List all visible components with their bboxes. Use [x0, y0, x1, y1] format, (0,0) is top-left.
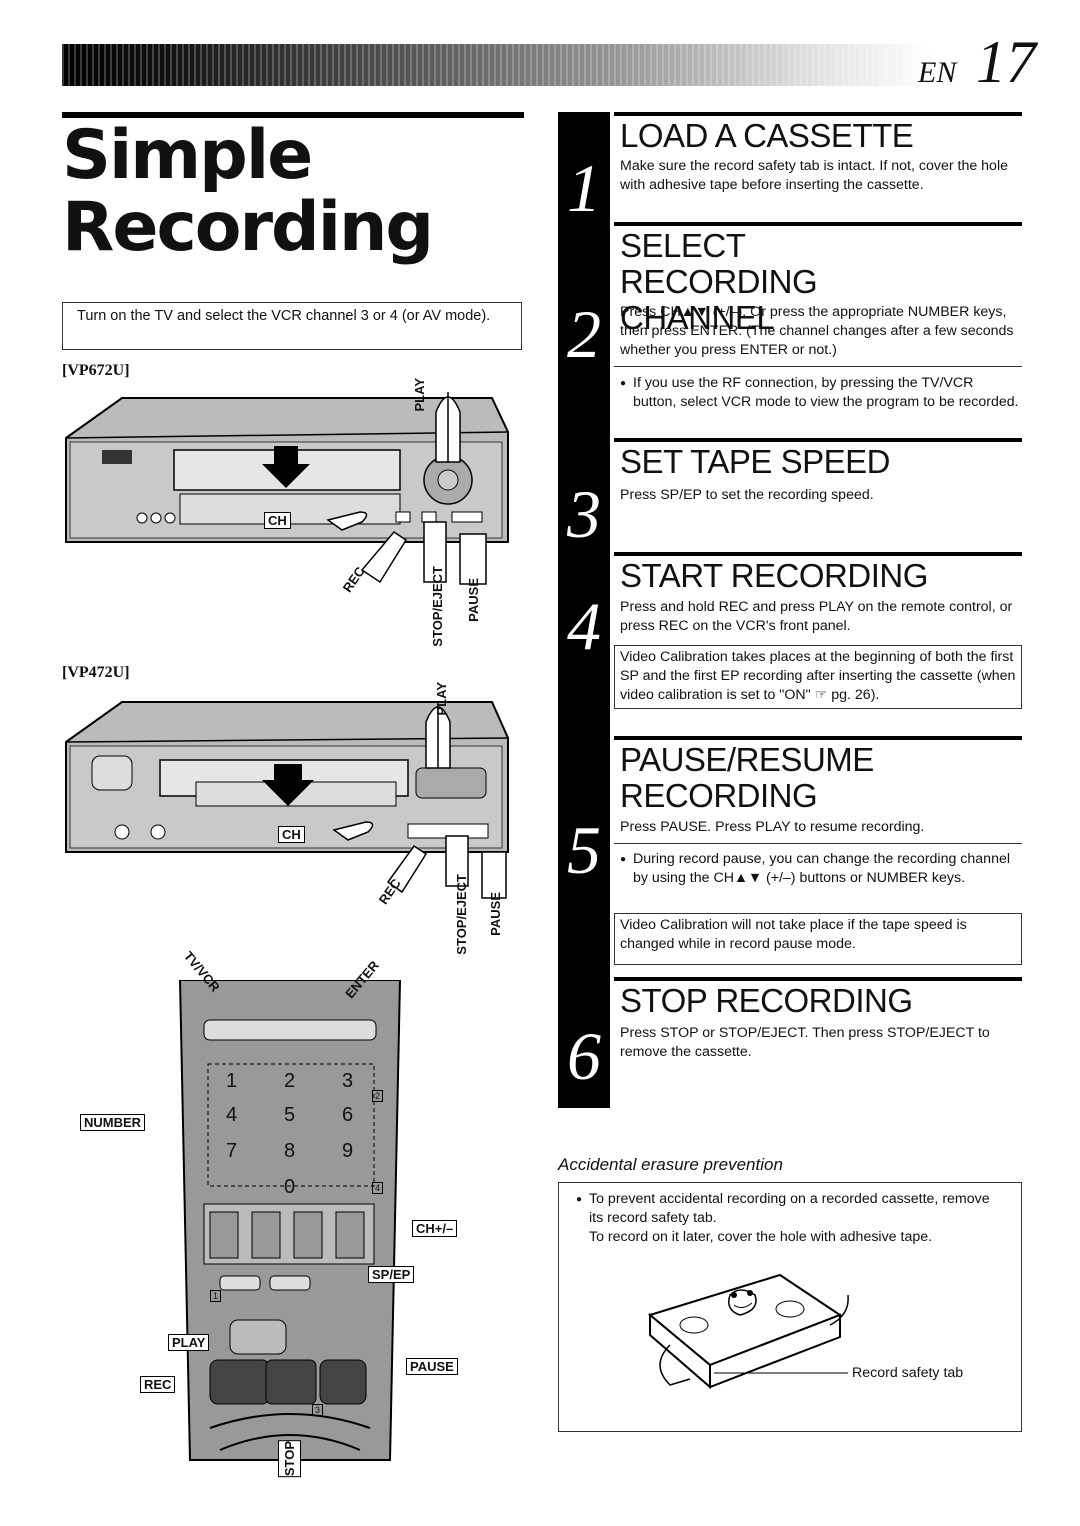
step-6-number: 6 — [567, 1018, 601, 1094]
step-1-number: 1 — [567, 150, 601, 226]
vcr-vp472u-illustration — [65, 701, 509, 899]
vcr2-pause-label: PAUSE — [488, 892, 503, 936]
step-4-heading: START RECORDING — [620, 557, 928, 594]
step-1-text: Make sure the record safety tab is intac… — [620, 158, 1008, 193]
step-3-number: 3 — [567, 476, 601, 552]
title-line-2: Recording — [62, 188, 434, 267]
accidental-erasure-box — [558, 1182, 1022, 1432]
accidental-erasure-line2: To record on it later, cover the hole wi… — [589, 1229, 933, 1245]
language-label: EN — [918, 56, 957, 89]
step-2-number: 2 — [567, 296, 601, 372]
key-0: 0 — [284, 1176, 296, 1198]
accidental-erasure-title: Accidental erasure prevention — [558, 1155, 783, 1174]
record-safety-tab-label: Record safety tab — [852, 1365, 964, 1381]
step-5-text: Press PAUSE. Press PLAY to resume record… — [620, 819, 925, 835]
remote-number-label: NUMBER — [80, 1114, 146, 1131]
remote-pause-label: PAUSE — [406, 1358, 458, 1375]
step-3-text: Press SP/EP to set the recording speed. — [620, 487, 874, 503]
key-5: 5 — [284, 1104, 296, 1126]
page-number: 17 — [976, 29, 1036, 95]
model-label-vp672u: [VP672U] — [62, 362, 130, 379]
step-4-rule — [614, 552, 1022, 556]
key-3: 3 — [342, 1070, 354, 1092]
remote-marker-2: 2 — [372, 1090, 384, 1102]
title-line-1: Simple — [62, 116, 313, 195]
key-7: 7 — [226, 1140, 238, 1162]
page-title: Simple Recording — [62, 120, 532, 264]
accidental-erasure-bullet: To prevent accidental recording on a rec… — [576, 1190, 1006, 1228]
step-2-heading: SELECT RECORDING CHANNEL — [620, 227, 818, 336]
step-5-note: Video Calibration will not take place if… — [614, 913, 1022, 965]
step-3-heading: SET TAPE SPEED — [620, 443, 890, 480]
vcr1-ch-label: CH — [264, 512, 291, 529]
step-5-heading: PAUSE/RESUME RECORDING — [620, 741, 874, 814]
step-1-rule — [614, 112, 1022, 116]
remote-marker-3: 3 — [312, 1404, 324, 1416]
vcr1-pause-label: PAUSE — [466, 578, 481, 622]
step-1-heading: LOAD A CASSETTE — [620, 117, 914, 154]
vcr1-play-label: PLAY — [412, 378, 427, 412]
step-4-text: Press and hold REC and press PLAY on the… — [620, 599, 1013, 634]
step-6-heading: STOP RECORDING — [620, 982, 913, 1019]
step-5-rule — [614, 736, 1022, 740]
key-2: 2 — [284, 1070, 296, 1092]
step-5-divider — [614, 843, 1022, 844]
step-2-bullet: If you use the RF connection, by pressin… — [620, 374, 1020, 412]
key-6: 6 — [342, 1104, 354, 1126]
key-8: 8 — [284, 1140, 296, 1162]
remote-stop-label: STOP — [278, 1440, 301, 1478]
step-2-divider — [614, 366, 1022, 367]
step-6-text: Press STOP or STOP/EJECT. Then press STO… — [620, 1025, 990, 1060]
step-2-text: Press CH▲▼ (+/–). Or press the appropria… — [620, 304, 1014, 358]
remote-ch-label: CH+/– — [412, 1220, 458, 1237]
remote-sp-ep-label: SP/EP — [368, 1266, 415, 1283]
step-4-note: Video Calibration takes places at the be… — [614, 645, 1022, 709]
step-5-bullet: During record pause, you can change the … — [620, 850, 1020, 888]
step-2-rule — [614, 222, 1022, 226]
remote-play-label: PLAY — [168, 1334, 210, 1351]
remote-rec-label: REC — [140, 1376, 176, 1393]
remote-marker-1: 1 — [210, 1290, 222, 1302]
step-6-rule — [614, 977, 1022, 981]
vcr2-play-label: PLAY — [434, 682, 449, 716]
cassette-illustration — [647, 1273, 849, 1390]
step-4-number: 4 — [567, 588, 601, 664]
vcr1-stop-eject-label: STOP/EJECT — [430, 566, 445, 647]
step-3-rule — [614, 438, 1022, 442]
vcr2-ch-label: CH — [278, 826, 305, 843]
remote-marker-4: 4 — [372, 1182, 384, 1194]
step-number-band — [558, 112, 610, 1108]
step-5-number: 5 — [567, 812, 601, 888]
key-9: 9 — [342, 1140, 354, 1162]
intro-note: Turn on the TV and select the VCR channe… — [62, 302, 522, 350]
vcr2-stop-eject-label: STOP/EJECT — [454, 874, 469, 955]
model-label-vp472u: [VP472U] — [62, 664, 130, 681]
title-rule — [62, 112, 524, 118]
header-bar — [62, 44, 932, 86]
key-4: 4 — [226, 1104, 238, 1126]
remote-control-illustration — [178, 980, 402, 1461]
key-1: 1 — [226, 1070, 238, 1092]
vcr-vp672u-illustration — [65, 392, 509, 585]
